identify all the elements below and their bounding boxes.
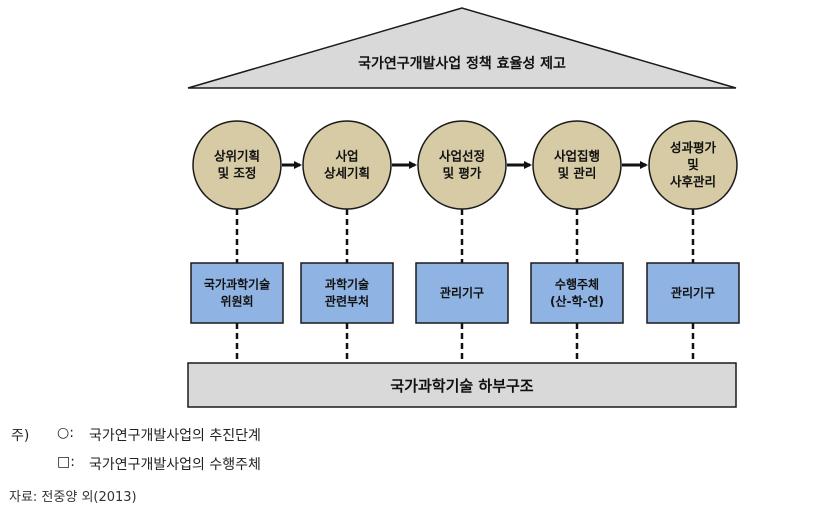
- stage-5-line-2: 및: [687, 157, 699, 172]
- source-note: 자료: 전중양 외(2013): [9, 490, 137, 505]
- stage-circle-2: [302, 120, 392, 210]
- note-square-text: 국가연구개발사업의 수행주체: [89, 457, 261, 473]
- stage-4-line-2: 및 관리: [558, 166, 597, 181]
- stage-circle-4: [532, 120, 622, 210]
- stage-5-line-1: 성과평가: [670, 140, 717, 155]
- stage-5-line-3: 사후관리: [670, 174, 716, 189]
- base-box: [187, 362, 737, 408]
- actor-2-line-1: 과학기술: [325, 277, 369, 292]
- note-prefix: 주): [11, 428, 30, 444]
- stage-2-line-2: 상세기획: [324, 166, 370, 181]
- actor-4-line-2: (산-학-연): [550, 294, 604, 309]
- stage-circle-1: [192, 120, 282, 210]
- actor-1-line-1: 국가과학기술: [204, 277, 270, 292]
- stage-circle-5: [648, 120, 738, 210]
- base-title: 국가과학기술 하부구조: [390, 377, 533, 395]
- stage-1-line-2: 및 조정: [218, 166, 257, 181]
- circle-legend-icon: ○:: [57, 425, 74, 441]
- actor-box-3: [415, 262, 509, 324]
- roof-shape: [187, 7, 737, 89]
- actor-box-5: [646, 262, 740, 324]
- square-legend-icon: □:: [57, 454, 75, 470]
- actor-box-4: [530, 262, 624, 324]
- actor-1-line-2: 위원회: [220, 294, 253, 309]
- actor-box-2: [300, 262, 394, 324]
- stage-3-line-1: 사업선정: [439, 149, 485, 164]
- stage-1-line-1: 상위기획: [214, 149, 260, 164]
- actor-box-1: [190, 262, 284, 324]
- stage-circle-3: [417, 120, 507, 210]
- roof-title: 국가연구개발사업 정책 효율성 제고: [358, 55, 566, 72]
- note-circle-text: 국가연구개발사업의 추진단계: [89, 428, 261, 444]
- stage-4-line-1: 사업집행: [554, 149, 600, 164]
- actor-3-line-1: 관리기구: [440, 285, 484, 300]
- stage-2-line-1: 사업: [335, 149, 358, 164]
- stage-3-line-2: 및 평가: [443, 166, 482, 181]
- actor-5-line-1: 관리기구: [671, 285, 715, 300]
- actor-2-line-2: 관련부처: [325, 294, 369, 309]
- actor-4-line-1: 수행주체: [555, 277, 599, 292]
